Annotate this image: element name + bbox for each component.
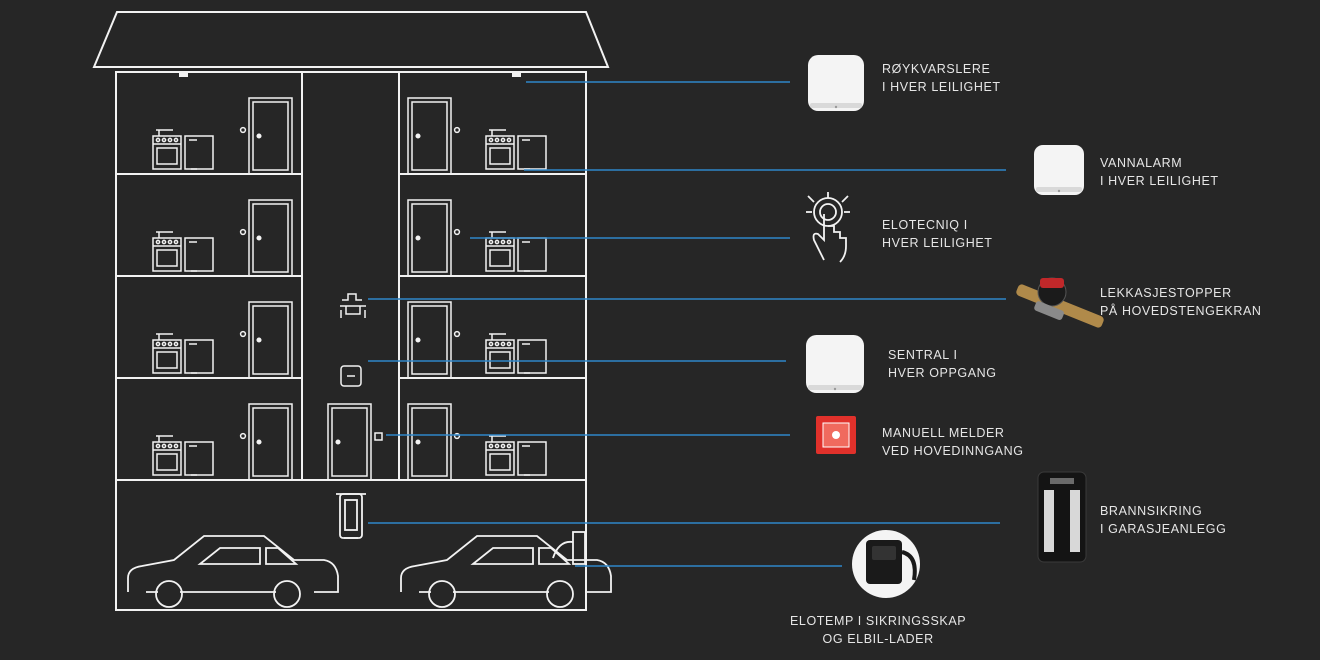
call-point-icon-stairwell — [374, 432, 383, 441]
main-entrance-door — [327, 403, 372, 481]
touch-hand-icon — [806, 192, 850, 263]
kitchen-left-floor-2 — [152, 231, 214, 272]
outlet-right-floor-4 — [453, 432, 461, 440]
leak-stopper-valve-icon — [1016, 277, 1104, 328]
kitchen-right-floor-1 — [485, 129, 547, 170]
kitchen-right-floor-4 — [485, 435, 547, 476]
hub-icon — [806, 335, 864, 393]
smoke-detector-small-left — [179, 73, 188, 77]
outlet-left-floor-1 — [239, 126, 247, 134]
door-right-floor-1 — [407, 97, 452, 175]
outlet-left-floor-3 — [239, 330, 247, 338]
door-left-floor-3 — [248, 301, 293, 379]
door-left-floor-1 — [248, 97, 293, 175]
door-right-floor-2 — [407, 199, 452, 277]
outlet-left-floor-4 — [239, 432, 247, 440]
door-left-floor-2 — [248, 199, 293, 277]
elotemp-sensor-icon — [852, 530, 920, 598]
kitchen-left-floor-1 — [152, 129, 214, 170]
valve-icon-stairwell — [340, 293, 366, 318]
outlet-right-floor-1 — [453, 126, 461, 134]
roof — [92, 11, 610, 68]
outlet-right-floor-2 — [453, 228, 461, 236]
outlet-right-floor-3 — [453, 330, 461, 338]
car-right — [400, 535, 612, 608]
kitchen-left-floor-4 — [152, 435, 214, 476]
kitchen-left-floor-3 — [152, 333, 214, 374]
hub-icon-stairwell — [340, 365, 362, 387]
ev-charger-icon — [552, 531, 586, 565]
fire-cylinder-icon-garage — [336, 493, 366, 539]
manual-call-point-icon — [816, 416, 856, 454]
smoke-detector-icon — [808, 55, 864, 111]
kitchen-right-floor-3 — [485, 333, 547, 374]
building-outline — [92, 11, 610, 611]
smoke-detector-small-right — [512, 73, 521, 77]
water-alarm-icon — [1034, 145, 1084, 195]
outlet-left-floor-2 — [239, 228, 247, 236]
door-left-floor-4 — [248, 403, 293, 481]
door-right-floor-3 — [407, 301, 452, 379]
fire-suppression-cylinder-icon — [1037, 471, 1087, 563]
door-right-floor-4 — [407, 403, 452, 481]
car-left — [127, 535, 339, 608]
building-walls — [115, 71, 587, 611]
